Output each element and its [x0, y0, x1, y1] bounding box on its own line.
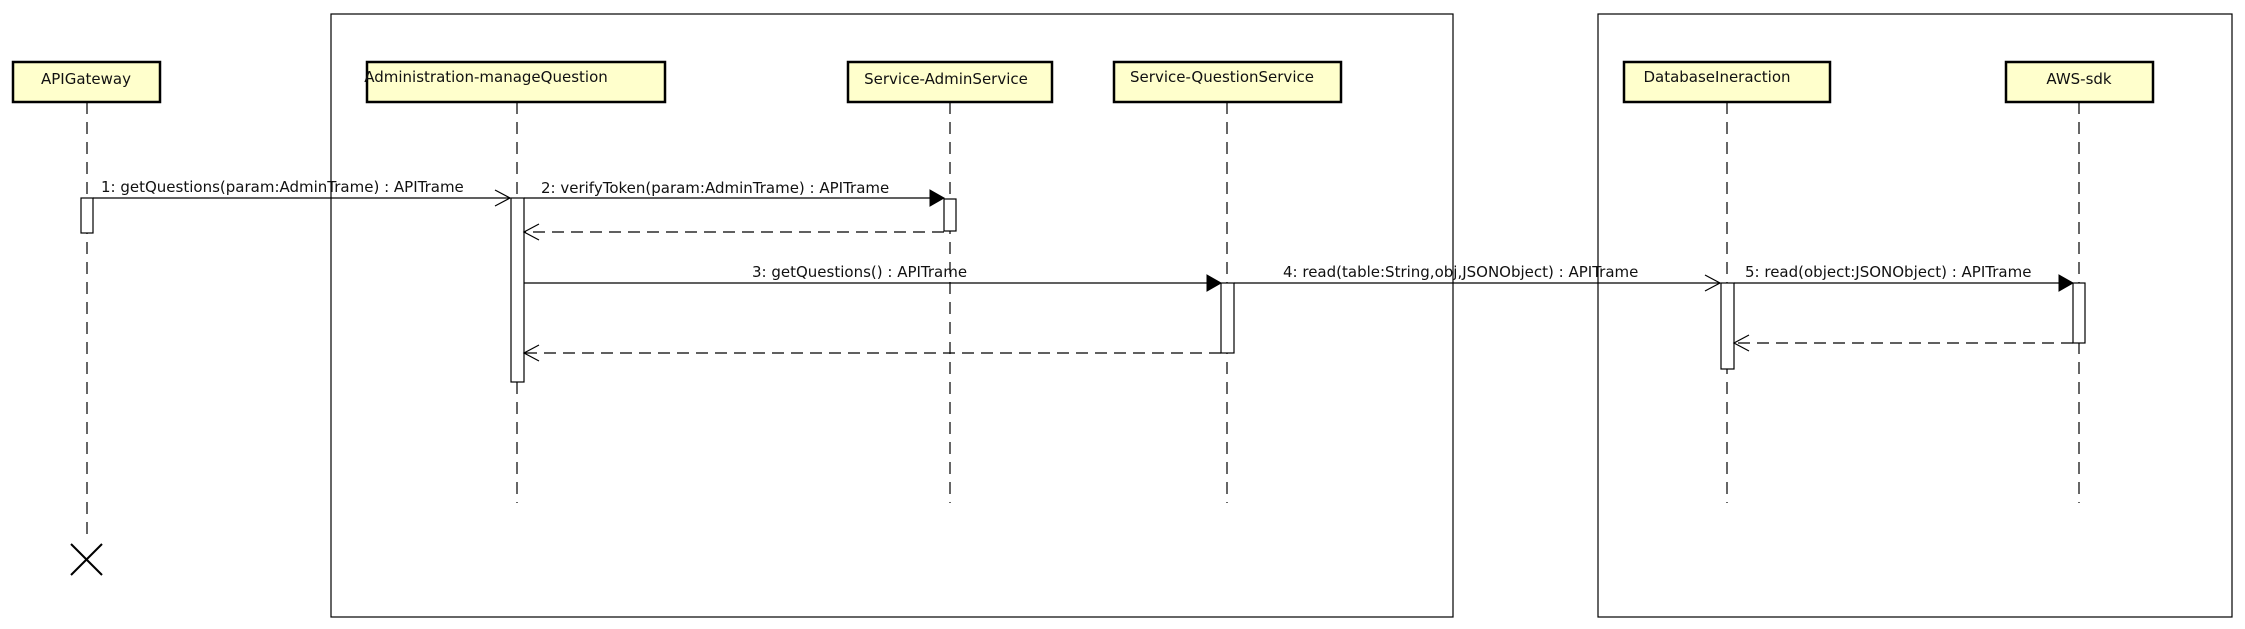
return-message-aws-sdk[interactable] [1732, 334, 2073, 352]
activation-bar-service-adminservice [943, 198, 957, 232]
lifeline-name: Service-AdminService [864, 70, 1028, 88]
lifeline-box[interactable] [2004, 60, 2155, 104]
message-label: 5: read(object:JSONObject) : APITrame [1745, 263, 2031, 281]
open-arrowhead [494, 189, 512, 207]
package-frame-administration [330, 13, 1454, 618]
lifeline-name: DatabaseIneraction [1643, 68, 1790, 86]
filled-arrowhead [2058, 274, 2075, 292]
open-arrowhead [522, 223, 540, 241]
return-message-questionservice[interactable] [522, 344, 1221, 362]
message-2-verifytoken[interactable]: 2: verifyToken(param:AdminTrame) : APITr… [524, 179, 946, 207]
lifeline-name: APIGateway [41, 70, 131, 88]
activation-bar-databaseineraction [1720, 282, 1735, 370]
message-label: 3: getQuestions() : APITrame [752, 263, 967, 281]
open-arrowhead [1732, 334, 1750, 352]
lifeline-service-adminservice: Service-AdminService [846, 60, 1054, 503]
lifeline-name: Service-QuestionService [1130, 68, 1314, 86]
message-label: 4: read(table:String,obj,JSONObject) : A… [1283, 263, 1638, 281]
lifeline-name: Administration-manageQuestion [364, 68, 608, 86]
message-label: 1: getQuestions(param:AdminTrame) : APIT… [101, 178, 464, 196]
message-1-getquestions[interactable]: 1: getQuestions(param:AdminTrame) : APIT… [93, 178, 512, 207]
package-frame-database [1597, 13, 2233, 618]
activation-bar-service-questionservice [1220, 282, 1235, 354]
lifeline-databaseineraction: DatabaseIneraction [1622, 60, 1832, 503]
lifeline-box[interactable] [1622, 60, 1832, 104]
message-5-read[interactable]: 5: read(object:JSONObject) : APITrame [1734, 263, 2075, 292]
activation-bar-administration-managequestion [510, 197, 525, 383]
lifeline-box[interactable] [846, 60, 1054, 104]
open-arrowhead [1704, 274, 1722, 292]
filled-arrowhead [929, 189, 946, 207]
return-message-adminservice[interactable] [522, 223, 944, 241]
lifeline-service-questionservice: Service-QuestionService [1112, 60, 1343, 503]
message-label: 2: verifyToken(param:AdminTrame) : APITr… [541, 179, 889, 197]
lifeline-apigateway: APIGateway [11, 60, 162, 540]
filled-arrowhead [1206, 274, 1223, 292]
activation-bar-aws-sdk [2072, 282, 2086, 344]
lifeline-box[interactable] [365, 60, 667, 104]
lifeline-box[interactable] [11, 60, 162, 104]
open-arrowhead [522, 344, 540, 362]
lifeline-aws-sdk: AWS-sdk [2004, 60, 2155, 503]
lifeline-box[interactable] [1112, 60, 1343, 104]
termination-x-icon [70, 543, 103, 576]
lifeline-name: AWS-sdk [2046, 70, 2112, 88]
activation-bar-apigateway [80, 197, 94, 234]
message-4-read[interactable]: 4: read(table:String,obj,JSONObject) : A… [1234, 263, 1722, 292]
message-3-getquestions[interactable]: 3: getQuestions() : APITrame [524, 263, 1223, 292]
